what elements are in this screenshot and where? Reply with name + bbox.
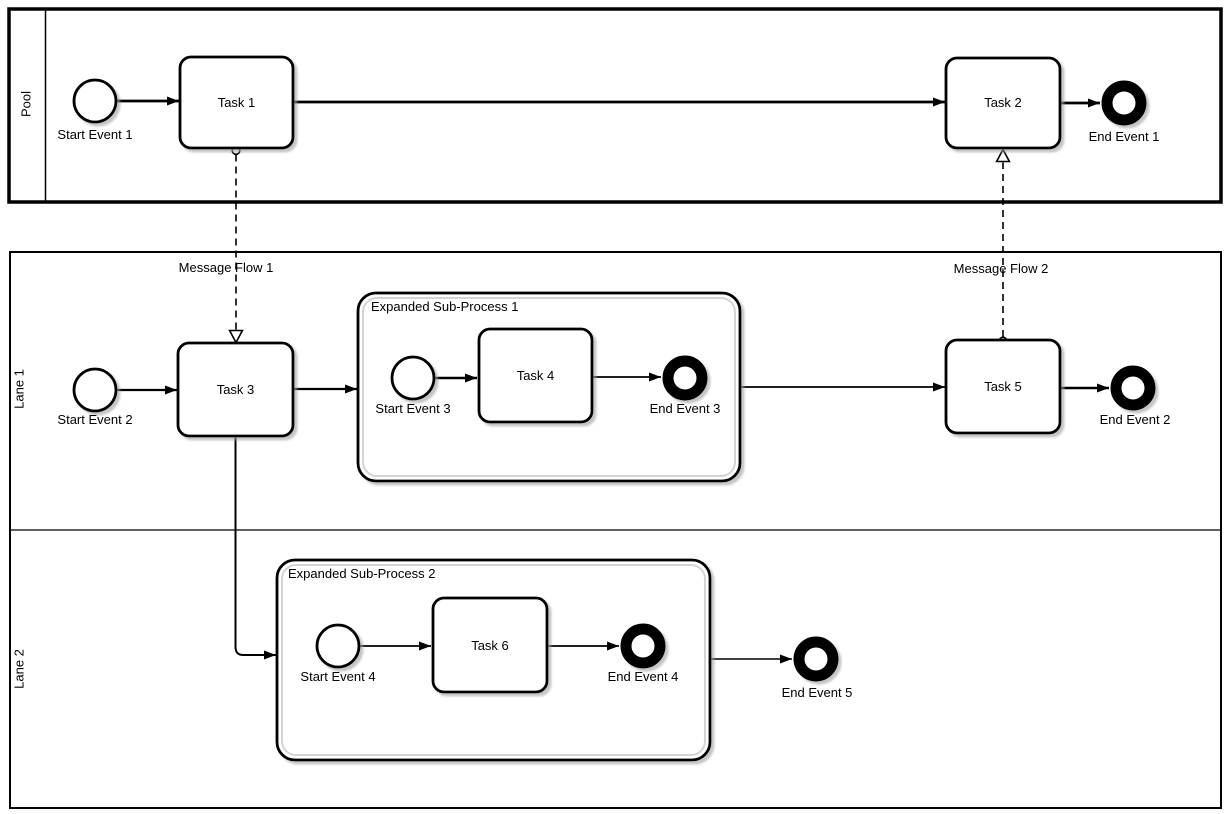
task-4-label: Task 4 (517, 368, 555, 383)
end-event-3-shape[interactable] (662, 355, 708, 401)
task-6-shape[interactable] (431, 596, 549, 694)
start-event-3-shape[interactable] (390, 355, 436, 401)
message-flow-1-arrowhead (228, 329, 244, 345)
end-event-4-node[interactable]: End Event 4 (608, 623, 679, 684)
task-1-node[interactable]: Task 1 (178, 55, 295, 150)
subprocess-2-label: Expanded Sub-Process 2 (288, 566, 435, 581)
end-event-5-node[interactable]: End Event 5 (782, 636, 853, 700)
end-event-4-shape[interactable] (620, 623, 666, 669)
subprocess-1-inner-outline (362, 297, 736, 477)
start-event-1-node[interactable]: Start Event 1 (57, 78, 133, 142)
task-2-shape[interactable] (944, 56, 1062, 150)
message-flow-1: Message Flow 1 (179, 145, 274, 345)
task-3-shape[interactable] (176, 341, 295, 438)
end-event-2-shape[interactable] (1110, 365, 1156, 411)
start-event-1-shape[interactable] (72, 78, 118, 124)
start-event-3-node[interactable]: Start Event 3 (375, 355, 451, 416)
task-4-shape[interactable] (477, 327, 594, 424)
start-event-1-label: Start Event 1 (57, 127, 132, 142)
end-event-1-label: End Event 1 (1089, 129, 1160, 144)
subprocess-2-inner-outline (281, 564, 706, 756)
lane1-label: Lane 1 (12, 369, 27, 409)
end-event-1-shape[interactable] (1101, 80, 1147, 126)
task-3-label: Task 3 (217, 382, 255, 397)
task-5-shape[interactable] (944, 338, 1062, 435)
start-event-4-label: Start Event 4 (300, 669, 375, 684)
task-5-node[interactable]: Task 5 (944, 338, 1062, 435)
end-event-5-shape[interactable] (793, 636, 839, 682)
task-5-label: Task 5 (984, 379, 1022, 394)
end-event-2-label: End Event 2 (1100, 412, 1171, 427)
end-event-5-label: End Event 5 (782, 685, 853, 700)
flow-task3-subprocess2 (234, 436, 276, 660)
lane2-label: Lane 2 (12, 649, 27, 689)
end-event-4-label: End Event 4 (608, 669, 679, 684)
start-event-3-label: Start Event 3 (375, 401, 450, 416)
task-3-node[interactable]: Task 3 (176, 341, 295, 438)
end-event-2-node[interactable]: End Event 2 (1100, 365, 1171, 427)
start-event-4-node[interactable]: Start Event 4 (300, 623, 376, 684)
subprocess-1-label: Expanded Sub-Process 1 (371, 299, 518, 314)
start-event-2-shape[interactable] (72, 367, 118, 413)
task-2-node[interactable]: Task 2 (944, 56, 1062, 150)
task-4-node[interactable]: Task 4 (477, 327, 594, 424)
start-event-2-node[interactable]: Start Event 2 (57, 367, 133, 427)
task-6-label: Task 6 (471, 638, 509, 653)
end-event-3-label: End Event 3 (650, 401, 721, 416)
message-flow-2: Message Flow 2 (954, 147, 1049, 346)
message-flow-2-arrowhead (995, 147, 1011, 163)
pool-label: Pool (19, 91, 34, 117)
task-6-node[interactable]: Task 6 (431, 596, 549, 694)
start-event-2-label: Start Event 2 (57, 412, 132, 427)
message-flow-1-label: Message Flow 1 (179, 260, 274, 275)
message-flow-2-label: Message Flow 2 (954, 261, 1049, 276)
end-event-1-node[interactable]: End Event 1 (1089, 80, 1160, 144)
end-event-3-node[interactable]: End Event 3 (650, 355, 721, 416)
task-1-label: Task 1 (218, 95, 256, 110)
start-event-4-shape[interactable] (315, 623, 361, 669)
task-2-label: Task 2 (984, 95, 1022, 110)
task-1-shape[interactable] (178, 55, 295, 150)
